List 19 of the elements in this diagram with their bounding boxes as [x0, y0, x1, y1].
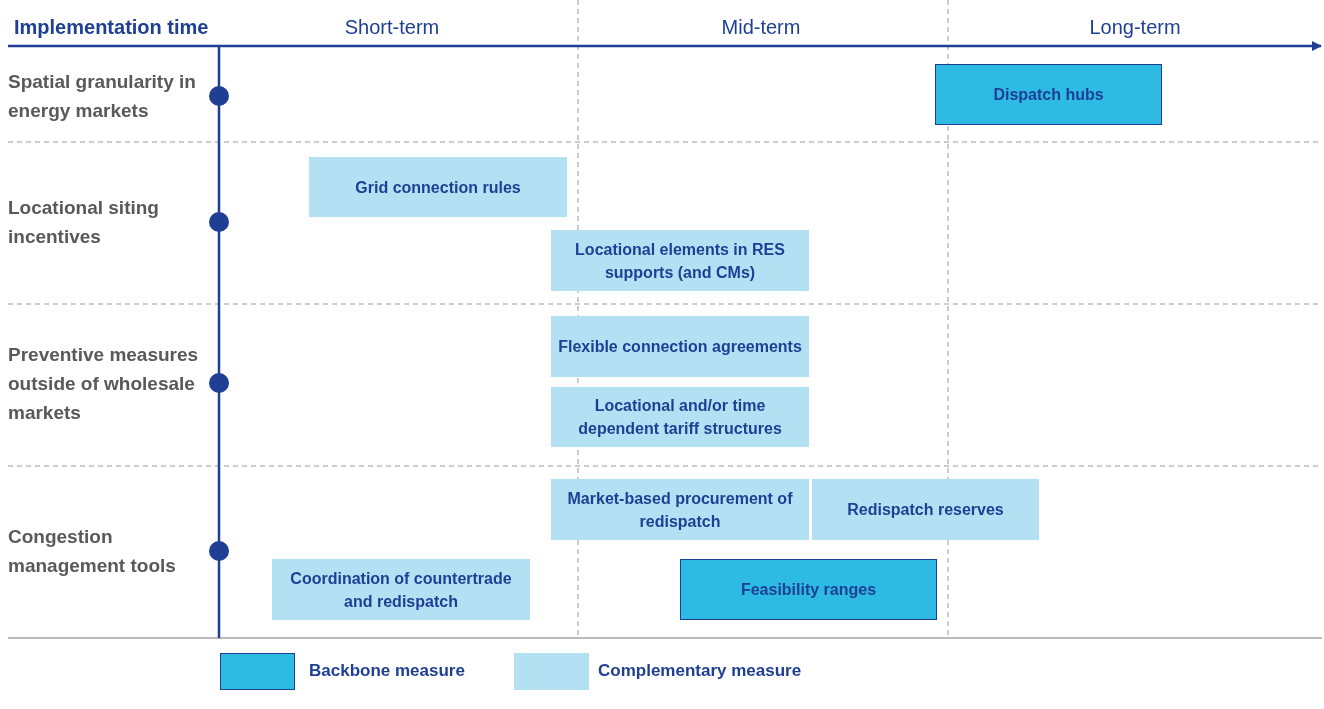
legend-label: Backbone measure: [309, 661, 465, 681]
measure-bar: Feasibility ranges: [680, 559, 937, 620]
measure-bar: Locational and/or time dependent tariff structures: [551, 387, 809, 447]
row-heading: Preventive measures outside of wholesale markets: [8, 342, 200, 425]
measure-bar: Dispatch hubs: [935, 64, 1162, 125]
measure-bar: Flexible connection agreements: [551, 316, 809, 377]
row-heading: Congestion management tools: [8, 525, 177, 578]
measure-bar: Market-based procurement of redispatch: [551, 479, 809, 540]
row-heading: Locational siting incentives: [8, 196, 160, 249]
measure-bar: Locational elements in RES supports (and CMs): [551, 230, 809, 291]
column-heading: Long-term: [1089, 16, 1181, 39]
measure-bar: Coordination of countertrade and redispatch: [272, 559, 530, 620]
column-heading: Mid-term: [721, 16, 801, 39]
legend-label: Complementary measure: [598, 661, 802, 681]
row-heading: Spatial granularity in energy markets: [8, 70, 197, 123]
measure-bar: Redispatch reserves: [812, 479, 1039, 540]
measure-bar: Grid connection rules: [309, 157, 567, 217]
axis-title: Implementation time: [14, 16, 209, 39]
column-heading: Short-term: [344, 16, 440, 39]
